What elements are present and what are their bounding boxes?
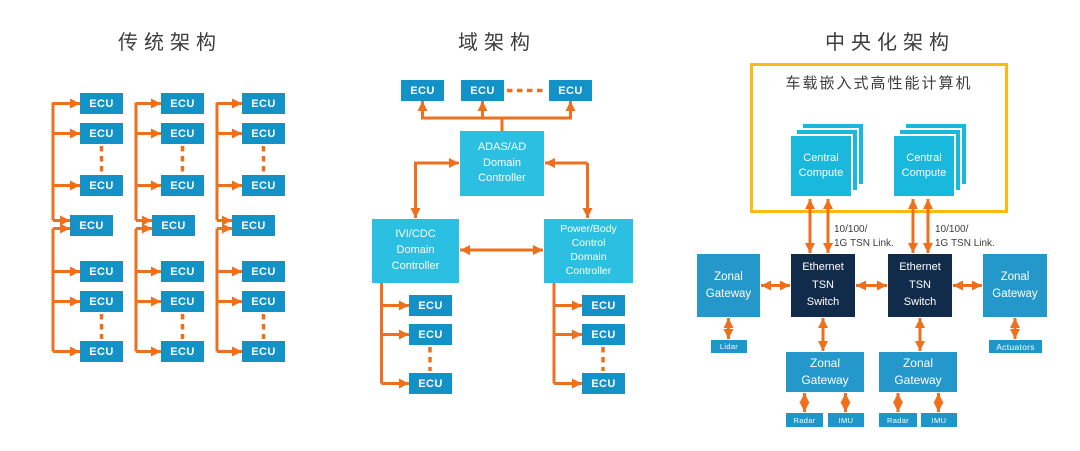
ecu-box: ECU bbox=[232, 215, 275, 236]
traditional-title: 传统架构 bbox=[118, 32, 222, 54]
central-compute-stack: Central Compute bbox=[892, 122, 970, 200]
ecu-box: ECU bbox=[80, 261, 123, 282]
ecu-box: ECU bbox=[161, 93, 204, 114]
ecu-box: ECU bbox=[242, 175, 285, 196]
ecu-box: ECU bbox=[409, 373, 452, 394]
ethernet-tsn-switch-box: Ethernet TSN Switch bbox=[791, 254, 855, 317]
imu-box: IMU bbox=[828, 413, 864, 427]
ethernet-tsn-switch-box: Ethernet TSN Switch bbox=[888, 254, 952, 317]
radar-box: Radar bbox=[879, 413, 917, 427]
centralized-title: 中央化架构 bbox=[825, 32, 955, 54]
tsn-link-label: 10/100/ 1G TSN Link. bbox=[935, 224, 995, 249]
ecu-box: ECU bbox=[161, 291, 204, 312]
ecu-box: ECU bbox=[80, 175, 123, 196]
actuators-box: Actuators bbox=[989, 340, 1042, 353]
ecu-box: ECU bbox=[161, 123, 204, 144]
ecu-box: ECU bbox=[80, 291, 123, 312]
zonal-gateway-box: Zonal Gateway bbox=[983, 254, 1047, 317]
tsn-link-label: 10/100/ 1G TSN Link. bbox=[834, 224, 894, 249]
ecu-box: ECU bbox=[461, 80, 504, 101]
domain-title: 域架构 bbox=[458, 32, 536, 54]
ecu-box: ECU bbox=[161, 261, 204, 282]
ecu-box: ECU bbox=[582, 373, 625, 394]
ecu-box: ECU bbox=[409, 295, 452, 316]
ecu-box: ECU bbox=[582, 295, 625, 316]
ecu-box: ECU bbox=[80, 341, 123, 362]
ecu-box: ECU bbox=[549, 80, 592, 101]
imu-box: IMU bbox=[921, 413, 957, 427]
zonal-gateway-box: Zonal Gateway bbox=[697, 254, 760, 317]
radar-box: Radar bbox=[786, 413, 823, 427]
lidar-box: Lidar bbox=[711, 340, 747, 353]
ecu-box: ECU bbox=[401, 80, 444, 101]
compute-card bbox=[789, 134, 853, 198]
ecu-box: ECU bbox=[152, 215, 195, 236]
hpc-title: 车载嵌入式高性能计算机 bbox=[785, 75, 973, 92]
ecu-box: ECU bbox=[70, 215, 113, 236]
ecu-box: ECU bbox=[242, 93, 285, 114]
ecu-box: ECU bbox=[80, 123, 123, 144]
ecu-box: ECU bbox=[582, 324, 625, 345]
zonal-gateway-box: Zonal Gateway bbox=[879, 352, 957, 392]
ecu-box: ECU bbox=[242, 341, 285, 362]
central-compute-label: Central Compute bbox=[901, 151, 947, 179]
ecu-box: ECU bbox=[161, 175, 204, 196]
zonal-gateway-box: Zonal Gateway bbox=[786, 352, 864, 392]
central-compute-label: Central Compute bbox=[798, 151, 844, 179]
power-domain-controller-box: Power/Body Control Domain Controller bbox=[544, 219, 633, 283]
hpc-frame bbox=[750, 63, 1008, 213]
ecu-box: ECU bbox=[409, 324, 452, 345]
ecu-box: ECU bbox=[242, 261, 285, 282]
ivi-domain-controller-box: IVI/CDC Domain Controller bbox=[372, 219, 459, 283]
adas-domain-controller-box: ADAS/AD Domain Controller bbox=[460, 131, 544, 196]
ecu-box: ECU bbox=[242, 291, 285, 312]
ecu-box: ECU bbox=[80, 93, 123, 114]
ecu-box: ECU bbox=[242, 123, 285, 144]
ecu-box: ECU bbox=[161, 341, 204, 362]
central-compute-stack: Central Compute bbox=[789, 122, 867, 200]
compute-card bbox=[892, 134, 956, 198]
